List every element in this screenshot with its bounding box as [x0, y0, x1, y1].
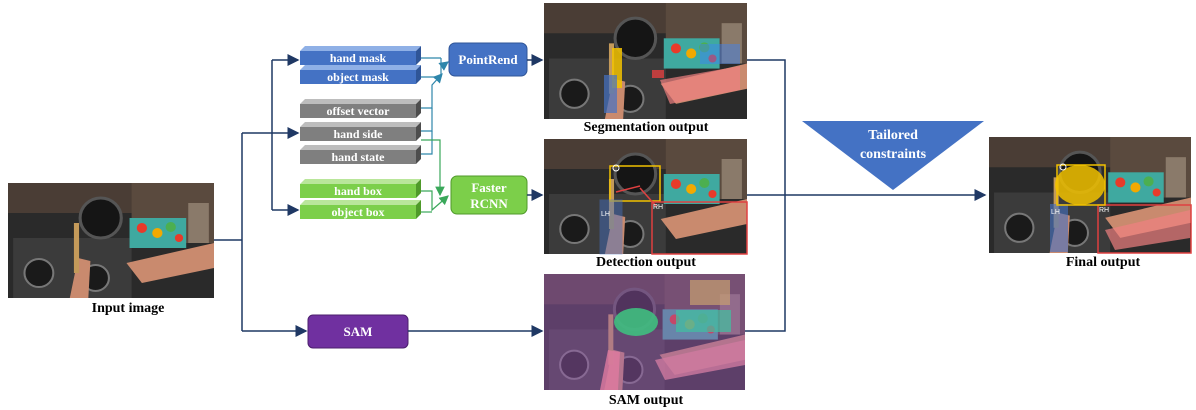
- input-image-caption: Input image: [92, 301, 165, 316]
- hand-side-box: hand side: [300, 122, 421, 141]
- offset-vector-label: offset vector: [327, 104, 391, 118]
- segmentation-output-image: [544, 3, 747, 119]
- hand-mask-box: hand mask: [300, 46, 421, 65]
- hand-mask-label: hand mask: [330, 51, 387, 65]
- constraints-label-2: constraints: [860, 147, 927, 162]
- hand-box-box: hand box: [300, 179, 421, 198]
- tailored-constraints: Tailored constraints: [802, 121, 984, 190]
- detection-rh-tag: RH: [653, 204, 663, 211]
- final-output-caption: Final output: [1066, 255, 1141, 270]
- object-box-box: object box: [300, 200, 421, 219]
- pointrend-connectors: [421, 57, 449, 155]
- constraints-label-1: Tailored: [868, 128, 918, 143]
- hand-state-box: hand state: [300, 145, 421, 164]
- faster-rcnn-box: Faster RCNN: [450, 175, 528, 215]
- input-connectors: [214, 54, 308, 337]
- final-connectors: [745, 59, 987, 332]
- faster-rcnn-label-2: RCNN: [470, 196, 508, 211]
- pointrend-label: PointRend: [458, 52, 518, 67]
- detection-output-caption: Detection output: [596, 255, 696, 270]
- sam-output-image: [544, 274, 745, 390]
- detection-lh-tag: LH: [601, 211, 610, 218]
- pointrend-box: PointRend: [448, 42, 528, 77]
- final-output-image: LH RH: [989, 137, 1192, 254]
- input-image: [8, 183, 214, 298]
- final-lh-tag: LH: [1051, 209, 1060, 216]
- sam-output-caption: SAM output: [609, 393, 684, 408]
- offset-vector-box: offset vector: [300, 99, 421, 118]
- sam-box: SAM: [307, 314, 409, 349]
- faster-rcnn-label-1: Faster: [471, 180, 507, 195]
- model-output-arrows: [408, 54, 544, 337]
- sam-label: SAM: [344, 324, 373, 339]
- hand-state-label: hand state: [331, 150, 385, 164]
- object-mask-label: object mask: [327, 70, 389, 84]
- detection-output-image: LH RH: [544, 139, 748, 255]
- final-rh-tag: RH: [1099, 207, 1109, 214]
- object-mask-box: object mask: [300, 65, 421, 84]
- hand-box-label: hand box: [334, 184, 382, 198]
- rcnn-connectors: [421, 139, 449, 213]
- segmentation-output-caption: Segmentation output: [584, 120, 709, 135]
- object-box-label: object box: [332, 205, 385, 219]
- hand-side-label: hand side: [333, 127, 383, 141]
